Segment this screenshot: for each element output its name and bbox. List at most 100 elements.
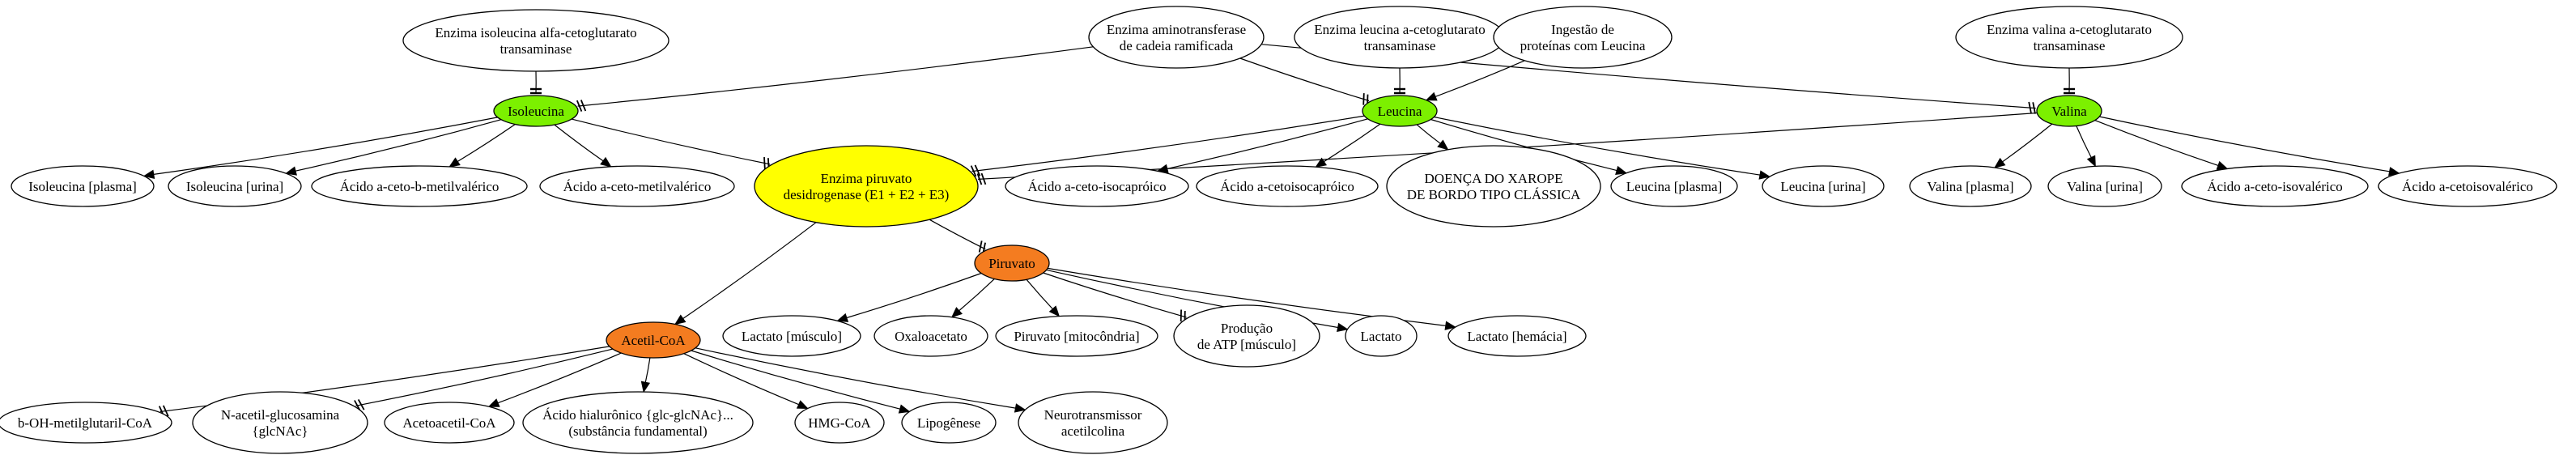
arrowhead <box>796 400 809 410</box>
node-label: (substância fundamental) <box>568 423 707 439</box>
edge-line <box>1239 57 1370 102</box>
node-ellipse <box>1362 95 1438 127</box>
node-label: HMG-CoA <box>808 415 871 431</box>
node-label: Enzima aminotransferase <box>1107 22 1246 37</box>
arrowhead <box>950 307 963 318</box>
node-enz-iso: Enzima isoleucina alfa-cetoglutaratotran… <box>402 9 670 72</box>
node-acetil-coa: Acetil-CoA <box>606 321 701 359</box>
edge-isoleucina-to-iso-urina <box>285 119 502 176</box>
node-ellipse <box>1345 315 1418 357</box>
arrowhead <box>1048 305 1061 317</box>
node-b-oh-metil: b-OH-metilglutaril-CoA <box>0 402 172 444</box>
edge-isoleucina-to-iso-plasma <box>142 117 498 179</box>
node-ellipse <box>1493 6 1673 69</box>
arrowhead <box>836 313 849 322</box>
node-ellipse <box>192 391 368 454</box>
node-lactato-hemacia: Lactato [hemácia] <box>1447 315 1587 357</box>
node-label: Neurotransmissor <box>1044 407 1142 423</box>
double-bar <box>974 164 981 176</box>
node-ellipse <box>402 9 670 72</box>
node-ellipse <box>311 165 528 207</box>
edge-line <box>971 115 1365 172</box>
edge-acetil-coa-to-lipogenese <box>691 350 911 414</box>
node-label: Isoleucina [urina] <box>186 179 283 194</box>
node-ellipse <box>0 402 172 444</box>
node-ellipse <box>1955 6 2183 69</box>
edge-leucina-to-leu-urina <box>1434 116 1771 180</box>
node-isoleucina: Isoleucina <box>493 95 579 127</box>
arrowhead <box>142 169 155 179</box>
edge-leucina-to-leu-plasma <box>1430 118 1627 175</box>
node-label: transaminase <box>2034 38 2106 53</box>
node-ellipse <box>2181 165 2369 207</box>
node-label: Lactato <box>1361 329 1402 344</box>
node-label: proteínas com Leucina <box>1520 38 1646 53</box>
edge-line <box>1435 60 1525 97</box>
edge-line <box>355 348 614 406</box>
edge-line <box>1043 272 1187 318</box>
edge-line <box>1434 116 1761 176</box>
node-ellipse <box>1005 165 1189 207</box>
node-label: Valina [plasma] <box>1927 179 2013 194</box>
double-bar <box>763 157 766 169</box>
edge-isoleucina-to-ac-ceto-metilval <box>554 124 612 168</box>
node-ac-ceto-metilval: Ácido a-ceto-metilvalérico <box>539 165 735 207</box>
node-label: {glcNAc} <box>252 423 308 439</box>
edge-enz-amino-to-isoleucina <box>576 46 1094 112</box>
node-iso-plasma: Isoleucina [plasma] <box>11 165 155 207</box>
edge-line <box>457 124 516 163</box>
node-label: Enzima piruvato <box>821 171 912 186</box>
node-label: Leucina <box>1378 104 1422 119</box>
edge-line <box>683 353 799 406</box>
node-ac-ceto-isoval: Ácido a-ceto-isovalérico <box>2181 165 2369 207</box>
edge-enz-leu-to-leucina <box>1394 67 1405 95</box>
edge-line <box>2076 125 2092 158</box>
edge-acetil-coa-to-hmg-coa <box>683 353 809 410</box>
node-label: Isoleucina [plasma] <box>28 179 137 194</box>
arrowhead <box>600 156 612 168</box>
arrowhead <box>640 381 651 393</box>
node-lipogenese: Lipogênese <box>901 402 997 444</box>
node-label: Ácido a-cetoisovalérico <box>2402 179 2533 194</box>
node-label: Leucina [urina] <box>1780 179 1865 194</box>
arrowhead <box>1437 139 1449 151</box>
arrowhead <box>1993 157 2006 168</box>
node-label: Ácido a-ceto-isovalérico <box>2207 179 2343 194</box>
edge-leucina-to-piruvato-desid <box>970 115 1365 177</box>
node-ellipse <box>754 145 979 228</box>
edge-leucina-to-ac-ceto-isocap <box>1156 118 1368 173</box>
node-ellipse <box>1173 304 1320 368</box>
node-ellipse <box>1909 165 2032 207</box>
edge-valina-to-val-urina <box>2076 125 2096 168</box>
node-label: Produção <box>1221 321 1273 336</box>
node-acetoacetil: Acetoacetil-CoA <box>384 402 515 444</box>
node-ellipse <box>1018 391 1168 454</box>
node-enz-leu: Enzima leucina a-cetoglutaratotransamina… <box>1294 6 1506 69</box>
node-n-acetil: N-acetil-glucosamina{glcNAc} <box>192 391 368 454</box>
arrowhead <box>1425 91 1438 101</box>
edge-line <box>644 357 651 383</box>
node-ac-cetoisoval: Ácido a-cetoisovalérico <box>2378 165 2557 207</box>
node-piruvato: Piruvato <box>974 245 1050 282</box>
edge-line <box>691 350 900 410</box>
node-label: Leucina [plasma] <box>1626 179 1722 194</box>
node-label: Piruvato [mitocôndria] <box>1014 329 1139 344</box>
edge-line <box>929 219 986 250</box>
edge-line <box>577 46 1094 107</box>
edge-enz-iso-to-isoleucina <box>530 70 542 95</box>
node-ellipse <box>11 165 155 207</box>
edge-line <box>2094 120 2219 166</box>
node-ellipse <box>1088 6 1265 69</box>
node-ellipse <box>722 315 861 357</box>
edge-line <box>1167 118 1368 169</box>
node-ellipse <box>1610 165 1738 207</box>
node-label: Oxaloacetato <box>895 329 967 344</box>
node-ellipse <box>1762 165 1885 207</box>
edge-enz-amino-to-leucina <box>1239 57 1370 107</box>
node-label: b-OH-metilglutaril-CoA <box>18 415 153 431</box>
edge-line <box>1430 118 1617 172</box>
